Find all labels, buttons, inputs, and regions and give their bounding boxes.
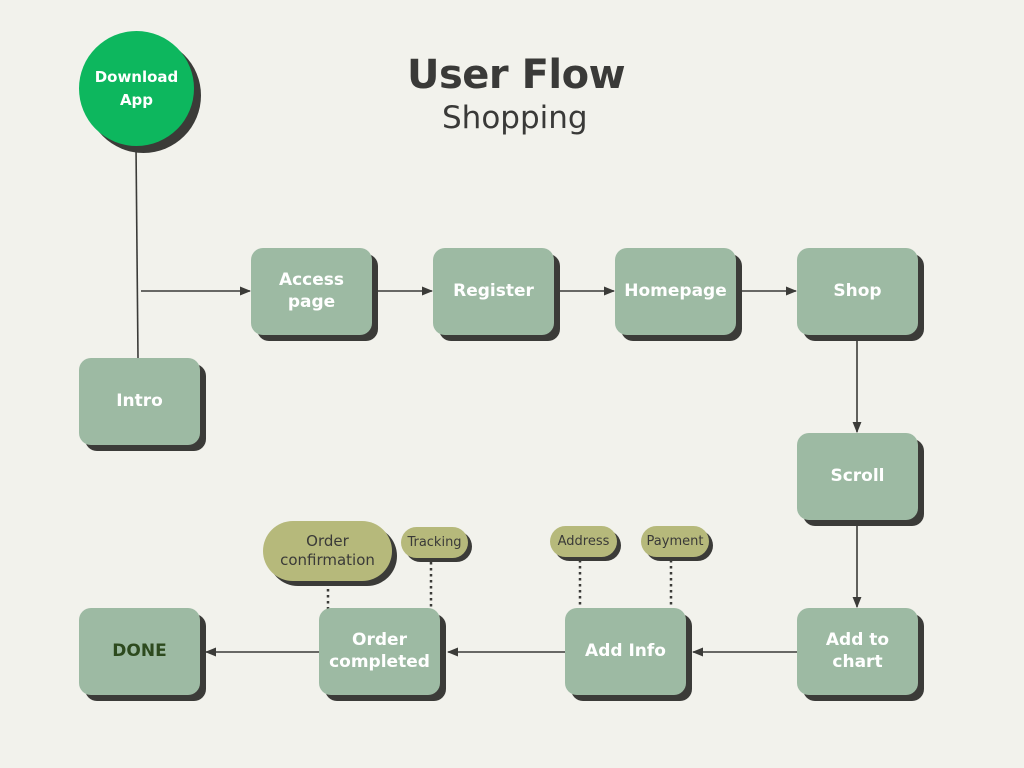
node-add-info: Add Info <box>565 608 686 695</box>
node-homepage: Homepage <box>615 248 736 335</box>
node-download-app: Download App <box>79 31 194 146</box>
note-address: Address <box>550 526 617 557</box>
note-tracking: Tracking <box>401 527 468 558</box>
diagram-subtitle: Shopping <box>442 100 588 136</box>
node-done: DONE <box>79 608 200 695</box>
note-order-confirmation: Order confirmation <box>263 521 392 581</box>
note-payment: Payment <box>641 526 709 557</box>
node-access-page: Access page <box>251 248 372 335</box>
node-order-completed: Order completed <box>319 608 440 695</box>
connector-download-intro <box>135 145 139 359</box>
diagram-title: User Flow <box>407 52 626 98</box>
node-scroll: Scroll <box>797 433 918 520</box>
node-add-to-chart: Add to chart <box>797 608 918 695</box>
node-register: Register <box>433 248 554 335</box>
node-shop: Shop <box>797 248 918 335</box>
node-intro: Intro <box>79 358 200 445</box>
